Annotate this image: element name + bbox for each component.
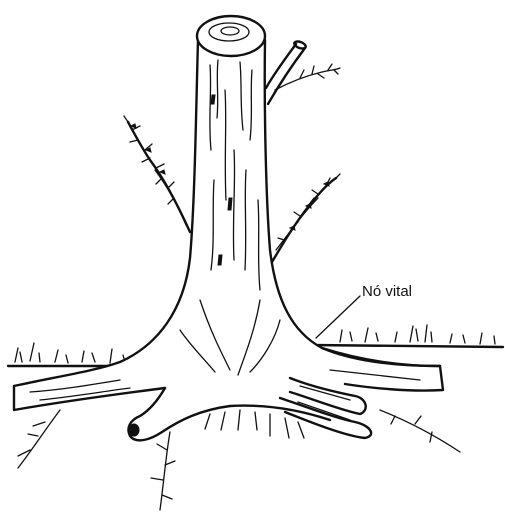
trunk	[14, 16, 443, 438]
branch-upper-right	[266, 40, 340, 104]
underground-roots	[18, 410, 460, 510]
vital-node-label: Nó vital	[362, 283, 412, 300]
vital-node-callout: Nó vital	[316, 283, 412, 338]
branch-left	[124, 116, 190, 232]
callout-leader-line	[316, 296, 360, 338]
branch-right	[272, 174, 340, 262]
